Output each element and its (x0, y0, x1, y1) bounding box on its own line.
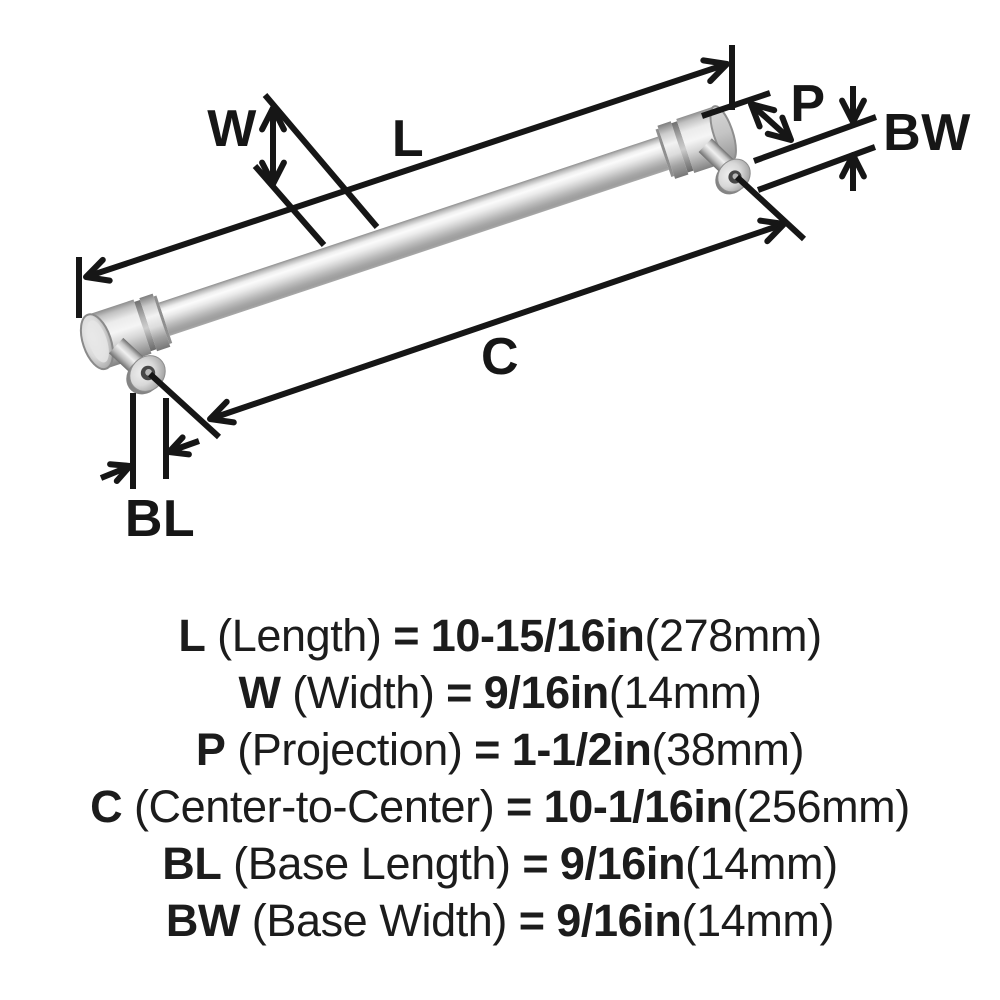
bl-label: BL (125, 490, 195, 548)
spec-metric: (14mm) (685, 838, 838, 889)
p-arrowhead-upper (748, 101, 778, 130)
spec-equals: = (474, 724, 501, 775)
spec-name: (Center-to-Center) (133, 781, 495, 832)
dimension-annotations: W L P BW C BL (76, 45, 971, 548)
w-arrowhead-up (259, 105, 287, 133)
c-extension-line-right (734, 174, 807, 242)
right-collar-edge (655, 128, 675, 177)
spec-name: (Length) (217, 610, 382, 661)
spec-metric: (14mm) (608, 667, 762, 718)
handle-bar (158, 136, 669, 336)
spec-code: BL (162, 838, 222, 889)
bw-extension-line-upper (752, 114, 878, 164)
left-collar-groove (134, 299, 157, 352)
spec-equals: = (446, 667, 473, 718)
w-extension-line-upper (262, 93, 380, 229)
spec-name: (Width) (292, 667, 435, 718)
p-arrowhead-lower (764, 114, 794, 143)
l-arrowhead-right (700, 57, 730, 85)
spec-equals: = (522, 838, 549, 889)
spec-list: L(Length)=10-15/16in(278mm) W(Width)=9/1… (0, 607, 1000, 949)
w-extension-line-lower (252, 164, 327, 247)
spec-name: (Base Width) (251, 895, 508, 946)
c-arrowhead-left (207, 398, 237, 426)
c-extension-line-left (147, 371, 222, 440)
l-dimension-line (85, 61, 728, 280)
p-dimension-arrow-shaft (748, 101, 794, 143)
l-arrowhead-left (83, 256, 113, 284)
l-label: L (392, 110, 424, 168)
spec-equals: = (393, 610, 420, 661)
spec-metric: (14mm) (681, 895, 835, 946)
left-collar-ring (139, 293, 171, 352)
spec-line-length: L(Length)=10-15/16in(278mm) (0, 607, 1000, 664)
spec-value: 9/16in (556, 895, 682, 946)
spec-name: (Base Length) (233, 838, 511, 889)
handle-illustration (79, 105, 751, 395)
spec-code: P (195, 724, 226, 775)
spec-line-center-to-center: C(Center-to-Center)=10-1/16in(256mm) (0, 778, 1000, 835)
spec-code: BW (165, 895, 241, 946)
spec-value: 9/16in (559, 838, 686, 889)
bl-arrowhead-right (166, 434, 192, 458)
right-collar-ring (657, 121, 689, 179)
spec-name: (Projection) (237, 724, 463, 775)
left-collar-edge (153, 295, 173, 344)
spec-code: L (178, 610, 206, 661)
spec-metric: (278mm) (644, 610, 822, 661)
spec-line-width: W(Width)=9/16in(14mm) (0, 664, 1000, 721)
spec-equals: = (506, 781, 532, 832)
spec-value: 1-1/2in (511, 724, 652, 775)
p-extension-line (701, 90, 771, 119)
right-collar-groove (671, 121, 694, 173)
spec-line-base-length: BL(Base Length)=9/16in(14mm) (0, 835, 1000, 892)
spec-value: 10-1/16in (543, 781, 733, 832)
bl-arrowhead-left (107, 461, 133, 484)
w-arrowhead-down (259, 159, 287, 187)
spec-value: 10-15/16in (430, 610, 645, 661)
spec-line-projection: P(Projection)=1-1/2in(38mm) (0, 721, 1000, 778)
spec-value: 9/16in (483, 667, 610, 718)
bl-arrow-shaft-right (169, 438, 201, 454)
spec-metric: (256mm) (732, 781, 911, 832)
c-dimension-line (209, 221, 785, 422)
spec-equals: = (518, 895, 545, 946)
bw-arrowhead-down (839, 97, 867, 125)
spec-metric: (38mm) (651, 724, 805, 775)
c-label: C (481, 328, 519, 386)
left-end-cap-face-inner (86, 320, 109, 363)
spec-code: W (238, 667, 281, 718)
spec-line-base-width: BW(Base Width)=9/16in(14mm) (0, 892, 1000, 949)
p-label: P (790, 75, 825, 133)
bw-label: BW (883, 104, 971, 162)
w-label: W (207, 100, 257, 158)
bw-arrowhead-up (839, 152, 867, 180)
bl-arrow-shaft-left (99, 464, 130, 481)
c-arrowhead-right (757, 217, 787, 245)
spec-code: C (90, 781, 123, 832)
pull-handle-dimension-drawing: W L P BW C BL (76, 45, 971, 548)
